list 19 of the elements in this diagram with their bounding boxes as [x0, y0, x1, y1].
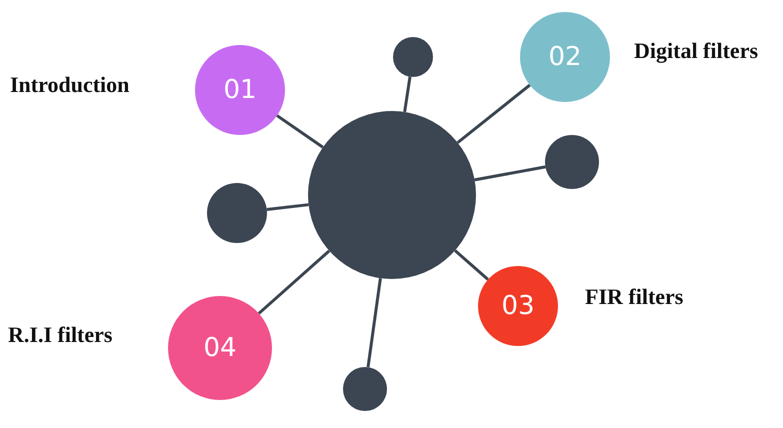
numbered-circle: 02	[520, 12, 610, 102]
connector-line	[266, 203, 309, 212]
connector-line	[366, 278, 382, 368]
hub-circle	[393, 37, 433, 77]
numbered-circle: 03	[478, 266, 558, 346]
connector-line	[474, 165, 546, 182]
hub-circle	[545, 135, 599, 189]
connector-line	[456, 84, 531, 144]
connector-line	[258, 250, 330, 315]
numbered-circle: 04	[168, 296, 272, 400]
topic-label: Digital filters	[634, 38, 758, 64]
topic-label: FIR filters	[585, 284, 684, 310]
topic-label: Introduction	[10, 72, 130, 98]
connector-line	[403, 76, 412, 112]
numbered-circle: 01	[195, 45, 285, 135]
connector-line	[454, 249, 489, 281]
connector-line	[276, 114, 324, 148]
hub-circle	[343, 367, 387, 411]
topic-label: R.I.I filters	[8, 322, 112, 348]
